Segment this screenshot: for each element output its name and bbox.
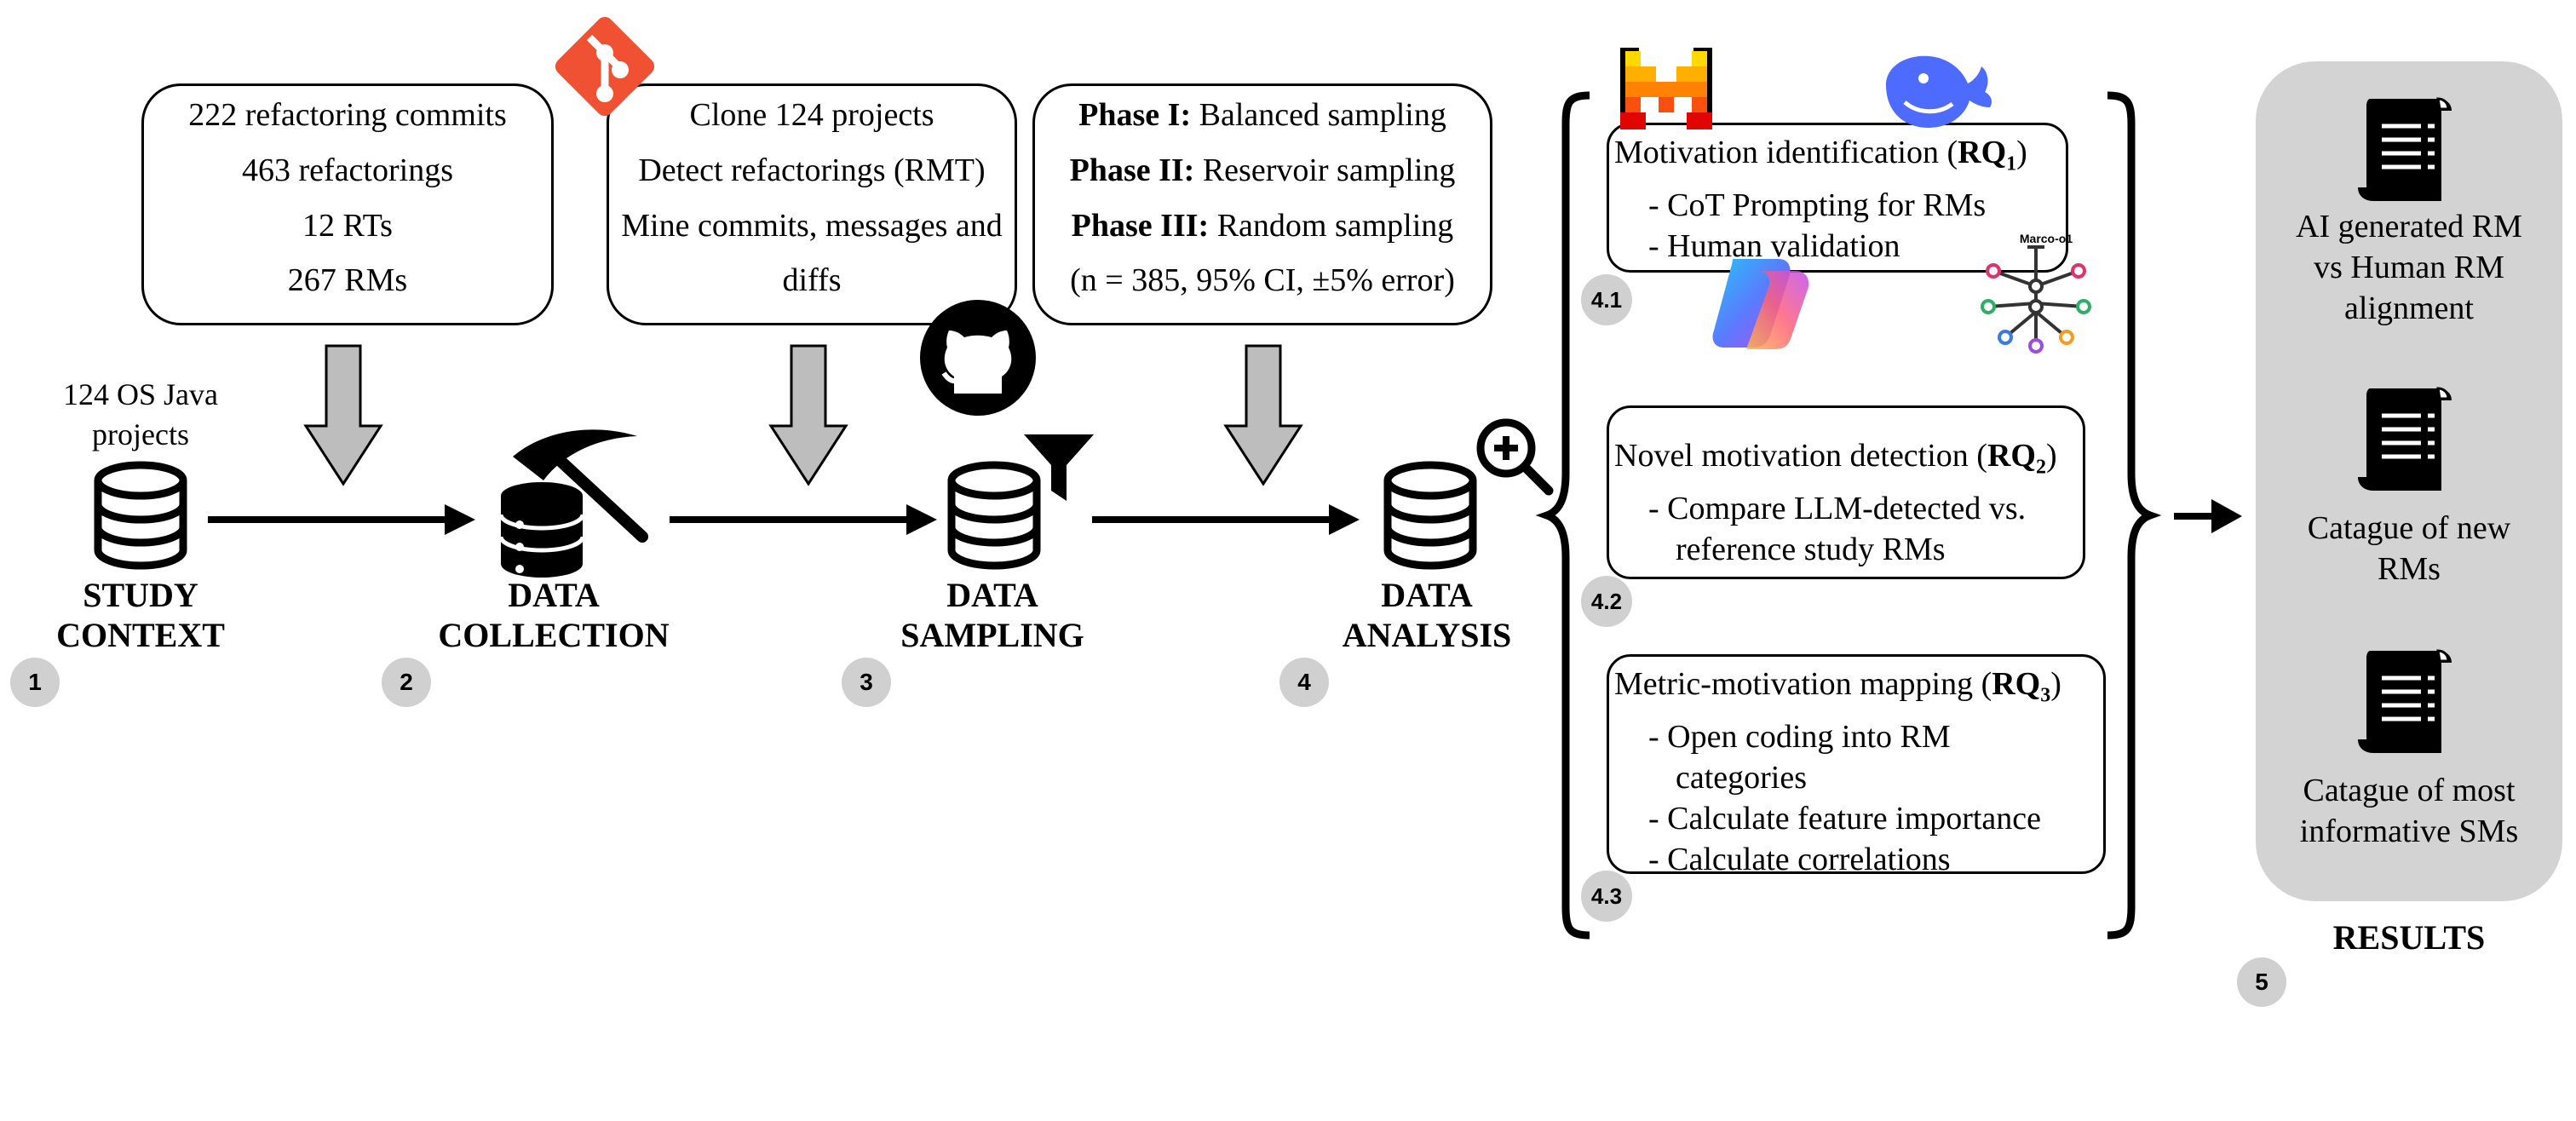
rq1-item: - CoT Prompting for RMs	[1648, 187, 1987, 223]
rq1-item: - Human validation	[1648, 227, 1900, 264]
data-mining-icon	[498, 429, 648, 578]
stage-label-study-context: STUDY CONTEXT	[34, 576, 247, 656]
result-item: Catague of new RMs	[2263, 508, 2556, 589]
rq3-item: - Open coding into RM	[1648, 718, 1951, 755]
mistral-logo-icon	[1620, 48, 1712, 129]
results-label: RESULTS	[2332, 918, 2486, 957]
flow-arrow-icon	[670, 504, 937, 535]
stage-label-line: DATA	[508, 576, 600, 614]
result-line: alignment	[2344, 290, 2474, 326]
stage-label-line: DATA	[1381, 576, 1473, 614]
database-icon	[947, 461, 1041, 570]
substep-badge: 4.3	[1581, 871, 1632, 922]
collection-steps-box: Clone 124 projects Detect refactorings (…	[607, 83, 1017, 325]
step-badge: 3	[842, 658, 891, 707]
step-badge: 1	[10, 658, 60, 707]
right-brace-icon	[2107, 91, 2162, 940]
collection-line: diffs	[782, 262, 842, 298]
rq3-item: - Calculate feature importance	[1648, 800, 2042, 836]
filter-icon	[1024, 434, 1094, 501]
context-line: 12 RTs	[302, 208, 393, 244]
context-caption: 124 OS Java projects	[43, 375, 239, 455]
stage-label-line: DATA	[946, 576, 1038, 614]
context-line: 222 refactoring commits	[188, 97, 507, 133]
stage-label-data-analysis: DATA ANALYSIS	[1320, 576, 1533, 656]
result-line: Catague of new	[2307, 510, 2511, 546]
substep-badge: 4.1	[1581, 274, 1632, 325]
result-item: AI generated RM vs Human RM alignment	[2263, 206, 2556, 329]
context-caption-line: projects	[92, 417, 189, 451]
collection-line: Detect refactorings (RMT)	[638, 152, 986, 188]
left-brace-icon	[1535, 91, 1590, 940]
result-line: AI generated RM	[2296, 209, 2522, 244]
stage-label-line: COLLECTION	[438, 615, 670, 654]
phase-2-line: Phase II: Reservoir sampling	[1069, 152, 1456, 188]
context-summary-box: 222 refactoring commits 463 refactorings…	[141, 83, 554, 325]
document-icon	[2358, 387, 2452, 491]
flow-arrow-icon	[208, 504, 475, 535]
document-icon	[2358, 649, 2452, 753]
stage-label-line: SAMPLING	[900, 615, 1084, 654]
substep-badge: 4.2	[1581, 576, 1632, 627]
collection-line: Mine commits, messages and	[621, 208, 1003, 244]
step-badge: 2	[382, 658, 431, 707]
context-caption-line: 124 OS Java	[63, 377, 218, 411]
github-logo-icon	[920, 300, 1036, 416]
result-line: vs Human RM	[2314, 250, 2504, 285]
result-item: Catague of most informative SMs	[2263, 770, 2556, 852]
stage-label-line: ANALYSIS	[1342, 615, 1512, 654]
collection-line: Clone 124 projects	[689, 97, 934, 133]
down-arrow-icon	[1223, 344, 1303, 486]
flow-arrow-icon	[2174, 499, 2242, 533]
rq3-item: categories	[1676, 759, 1808, 796]
rq1-box: Motivation identification (RQ1) - CoT Pr…	[1607, 123, 2068, 273]
copilot-logo-icon	[1712, 259, 1809, 349]
step-badge: 4	[1279, 658, 1329, 707]
result-line: informative SMs	[2299, 813, 2519, 849]
flow-arrow-icon	[1092, 504, 1360, 535]
document-icon	[2358, 97, 2452, 201]
down-arrow-icon	[768, 344, 848, 486]
deepseek-logo-icon	[1886, 55, 1992, 128]
rq2-item: reference study RMs	[1676, 531, 1946, 567]
marco-o1-label: Marco-o1	[2019, 232, 2073, 245]
database-icon	[94, 461, 187, 570]
stage-label-line: CONTEXT	[56, 615, 225, 654]
stage-label-data-sampling: DATA SAMPLING	[886, 576, 1099, 656]
phase-3-line: Phase III: Random sampling	[1071, 208, 1454, 244]
database-icon	[1383, 461, 1477, 570]
rq3-item: - Calculate correlations	[1648, 841, 1951, 877]
marco-o1-logo-icon	[1981, 245, 2091, 354]
phase-1-line: Phase I: Balanced sampling	[1078, 97, 1446, 133]
git-logo-icon	[555, 16, 655, 117]
rq1-title: Motivation identification (RQ1)	[1614, 135, 2027, 175]
context-line: 463 refactorings	[242, 152, 453, 188]
stage-label-data-collection: DATA COLLECTION	[426, 576, 681, 656]
context-line: 267 RMs	[287, 262, 408, 298]
rq2-title: Novel motivation detection (RQ2)	[1614, 438, 2057, 479]
rq3-title: Metric-motivation mapping (RQ3)	[1614, 666, 2061, 707]
sampling-note: (n = 385, 95% CI, ±5% error)	[1070, 262, 1455, 298]
rq2-item: - Compare LLM-detected vs.	[1648, 490, 2027, 526]
step-badge: 5	[2237, 957, 2286, 1007]
sampling-phases-box: Phase I: Balanced sampling Phase II: Res…	[1032, 83, 1492, 325]
stage-label-line: STUDY	[83, 576, 198, 614]
zoom-in-icon	[1476, 418, 1554, 496]
down-arrow-icon	[303, 344, 383, 486]
result-line: RMs	[2378, 551, 2441, 587]
rq2-box: Novel motivation detection (RQ2) - Compa…	[1607, 405, 2085, 579]
rq3-box: Metric-motivation mapping (RQ3) - Open c…	[1607, 654, 2106, 877]
result-line: Catague of most	[2303, 773, 2516, 808]
